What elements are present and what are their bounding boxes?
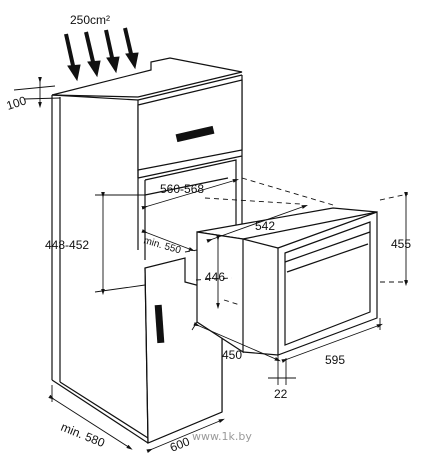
- label-cabinet-width: 600: [168, 434, 192, 455]
- label-oven-width-front: 595: [325, 353, 345, 367]
- vent-area-label: 250cm²: [70, 13, 110, 27]
- label-oven-width-body: 542: [255, 219, 275, 233]
- label-oven-depth: 450: [222, 348, 242, 362]
- label-niche-height: 448-452: [45, 238, 89, 252]
- watermark: www.1k.by: [192, 430, 252, 443]
- guide-lines: [184, 177, 409, 306]
- ventilation-arrows: [64, 27, 139, 82]
- vent-arrow-1: [64, 33, 81, 82]
- vent-arrow-4: [123, 27, 139, 70]
- label-niche-width: 560-568: [160, 182, 204, 196]
- dimension-lines: [13, 76, 408, 453]
- vent-arrow-2: [84, 31, 101, 78]
- vent-arrow-3: [104, 29, 120, 74]
- label-top-depth: 100: [5, 93, 29, 113]
- upper-handle: [175, 125, 215, 143]
- label-oven-height-body: 446: [205, 270, 225, 284]
- label-cabinet-min-depth: min. 580: [59, 420, 107, 450]
- lower-handle: [154, 304, 165, 344]
- label-oven-height-front: 455: [391, 237, 411, 251]
- label-front-thickness: 22: [274, 387, 288, 401]
